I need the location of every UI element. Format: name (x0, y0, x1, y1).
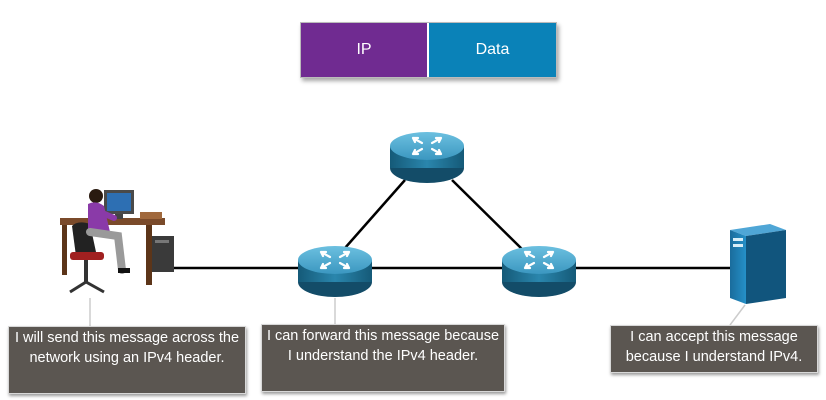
user-workstation-icon (60, 189, 174, 294)
router-top-icon (390, 132, 464, 183)
server-callout: I can accept this message because I unde… (610, 325, 818, 373)
data-label: Data (475, 41, 510, 58)
router-callout-text: I can forward this message because I und… (266, 328, 500, 364)
link-left-top (344, 179, 406, 249)
pc-callout: I will send this message across the netw… (8, 326, 246, 394)
router-callout: I can forward this message because I und… (261, 324, 505, 392)
network-links (170, 179, 730, 270)
pc-callout-text: I will send this message across the netw… (14, 330, 240, 366)
callout-pointers (89, 298, 746, 326)
router-right-icon (502, 246, 576, 297)
pointer-server (729, 304, 746, 326)
ip-header-segment: IP (301, 23, 427, 77)
server-callout-text: I can accept this message because I unde… (625, 329, 803, 365)
link-top-right (451, 179, 526, 253)
router-left-icon (298, 246, 372, 297)
server-icon (730, 224, 786, 304)
packet-diagram: IP Data (300, 22, 557, 78)
data-segment: Data (427, 23, 556, 77)
ip-label: IP (356, 41, 372, 58)
